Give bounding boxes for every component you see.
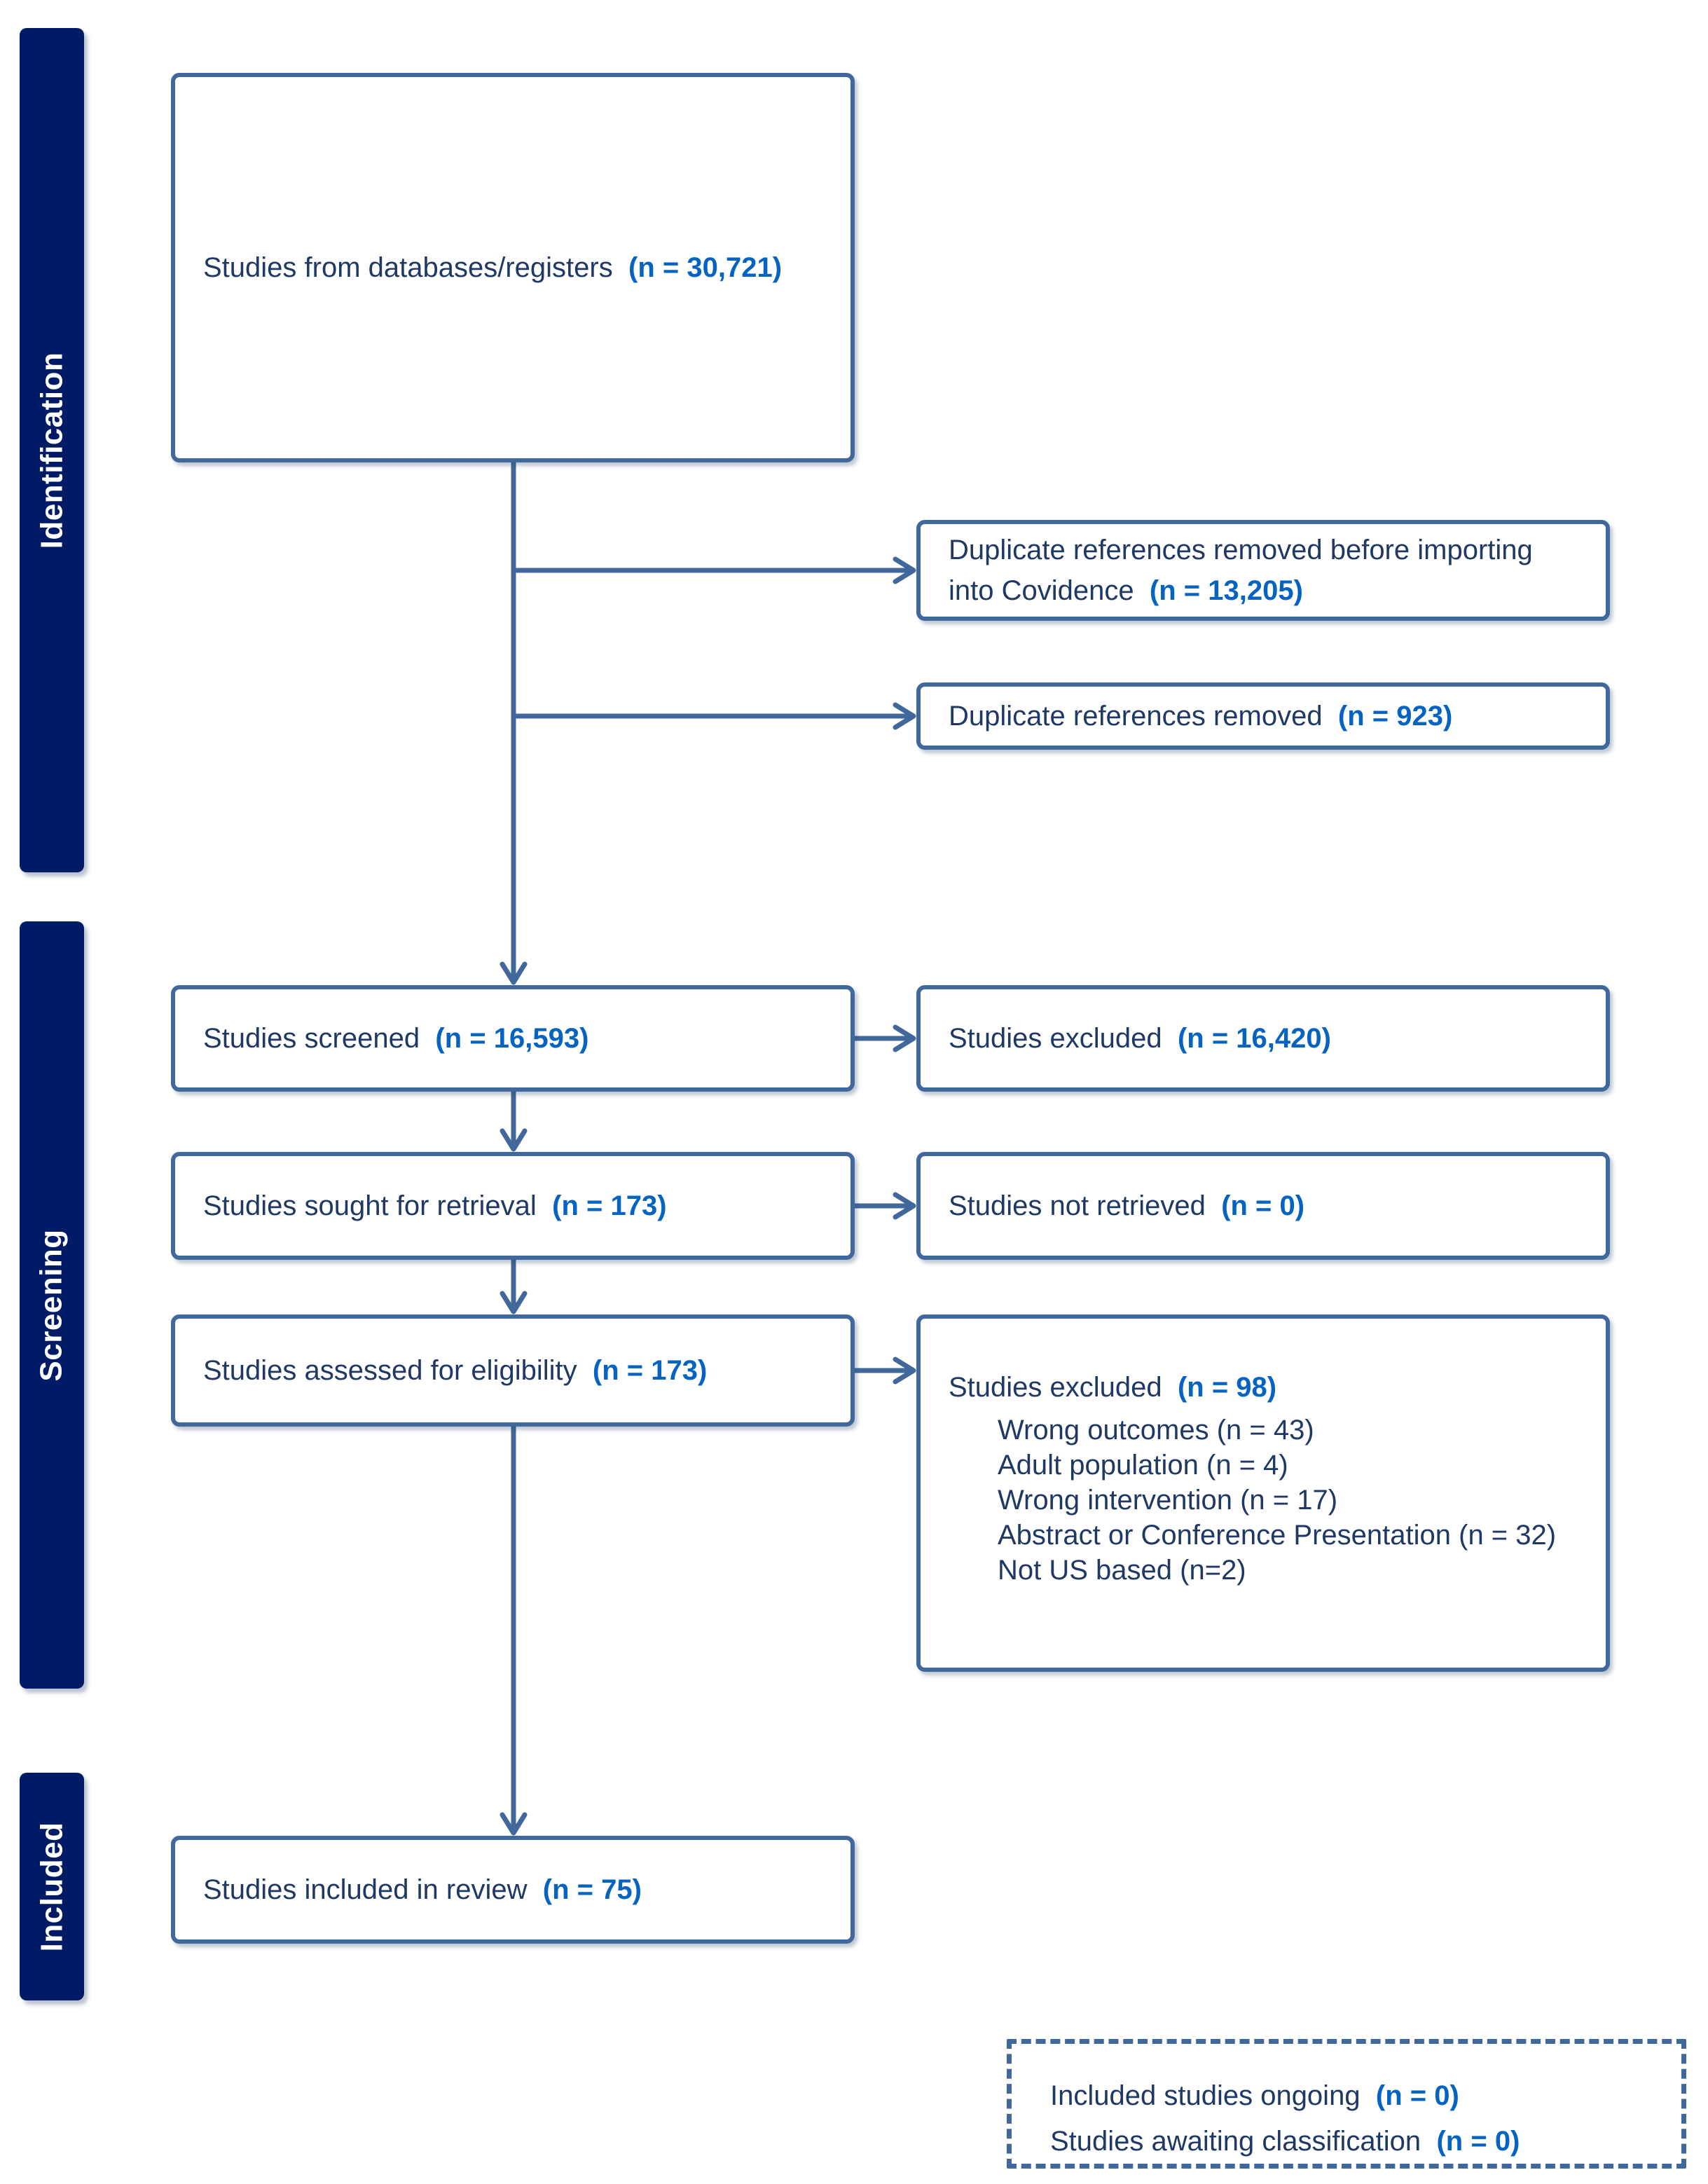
exclusion-reason: Wrong intervention (n = 17) <box>998 1485 1338 1516</box>
box-count: (n = 923) <box>1337 701 1453 732</box>
box-count: (n = 16,593) <box>435 1023 589 1054</box>
box-label: Studies included in review <box>203 1874 528 1905</box>
box-count: (n = 16,420) <box>1177 1023 1331 1054</box>
box-studies-sought-retrieval: Studies sought for retrieval (n = 173) <box>171 1152 855 1260</box>
box-count: (n = 173) <box>592 1355 708 1386</box>
box-studies-from-databases: Studies from databases/registers (n = 30… <box>171 73 855 462</box>
box-duplicates-removed-text: Duplicate references removed (n = 923) <box>921 696 1473 736</box>
box-studies-screened: Studies screened (n = 16,593) <box>171 985 855 1092</box>
box-label: Studies sought for retrieval <box>203 1190 537 1221</box>
box-label: Duplicate references removed before impo… <box>949 535 1533 606</box>
exclusion-reason: Wrong outcomes (n = 43) <box>998 1415 1314 1445</box>
box-count: (n = 0) <box>1436 2125 1520 2157</box>
box-studies-sought-retrieval-text: Studies sought for retrieval (n = 173) <box>175 1186 688 1226</box>
box-studies-included-review-text: Studies included in review (n = 75) <box>175 1869 663 1910</box>
box-ongoing-awaiting: Included studies ongoing (n = 0) Studies… <box>1007 2039 1686 2169</box>
box-label: Studies awaiting classification <box>1050 2125 1421 2157</box>
box-count: (n = 173) <box>552 1190 667 1221</box>
box-studies-excluded-screening: Studies excluded (n = 16,420) <box>916 985 1610 1092</box>
awaiting-line: Studies awaiting classification (n = 0) <box>1050 2119 1660 2164</box>
box-studies-included-review: Studies included in review (n = 75) <box>171 1836 855 1944</box>
box-studies-excluded-screening-text: Studies excluded (n = 16,420) <box>921 1018 1352 1059</box>
ongoing-line: Included studies ongoing (n = 0) <box>1050 2073 1660 2119</box>
stage-bar-screening: Screening <box>20 921 84 1689</box>
exclusion-reason: Adult population (n = 4) <box>998 1450 1288 1481</box>
box-duplicates-before-import-text: Duplicate references removed before impo… <box>921 530 1606 611</box>
box-label: Duplicate references removed <box>949 701 1323 732</box>
box-count: (n = 98) <box>1177 1372 1277 1403</box>
box-count: (n = 75) <box>542 1874 642 1905</box>
box-label: Studies from databases/registers <box>203 252 613 283</box>
exclusion-reason: Abstract or Conference Presentation (n =… <box>998 1520 1557 1551</box>
exclusion-reason: Not US based (n=2) <box>998 1555 1246 1586</box>
box-duplicates-removed: Duplicate references removed (n = 923) <box>916 682 1610 750</box>
box-studies-excluded-eligibility-text: Studies excluded (n = 98) Wrong outcomes… <box>921 1319 1606 1588</box>
stage-label-screening: Screening <box>34 1228 69 1382</box>
box-label: Studies excluded <box>949 1372 1162 1403</box>
box-count: (n = 30,721) <box>628 252 783 283</box>
box-studies-assessed-eligibility: Studies assessed for eligibility (n = 17… <box>171 1314 855 1427</box>
excluded-title: Studies excluded (n = 98) <box>949 1369 1585 1406</box>
box-studies-from-databases-text: Studies from databases/registers (n = 30… <box>175 247 803 288</box>
stage-label-included: Included <box>34 1822 69 1951</box>
box-count: (n = 13,205) <box>1149 575 1303 606</box>
box-studies-screened-text: Studies screened (n = 16,593) <box>175 1018 609 1059</box>
box-label: Studies assessed for eligibility <box>203 1355 577 1386</box>
stage-bar-included: Included <box>20 1773 84 2000</box>
box-studies-not-retrieved: Studies not retrieved (n = 0) <box>916 1152 1610 1260</box>
box-label: Studies not retrieved <box>949 1190 1206 1221</box>
box-studies-excluded-eligibility: Studies excluded (n = 98) Wrong outcomes… <box>916 1314 1610 1672</box>
box-label: Studies screened <box>203 1023 420 1054</box>
box-studies-not-retrieved-text: Studies not retrieved (n = 0) <box>921 1186 1325 1226</box>
stage-label-identification: Identification <box>34 352 69 549</box>
box-duplicates-before-import: Duplicate references removed before impo… <box>916 520 1610 621</box>
box-count: (n = 0) <box>1221 1190 1305 1221</box>
box-label: Included studies ongoing <box>1050 2080 1361 2111</box>
box-count: (n = 0) <box>1375 2080 1459 2111</box>
box-ongoing-awaiting-text: Included studies ongoing (n = 0) Studies… <box>1012 2044 1681 2164</box>
box-label: Studies excluded <box>949 1023 1162 1054</box>
box-studies-assessed-eligibility-text: Studies assessed for eligibility (n = 17… <box>175 1350 728 1391</box>
stage-bar-identification: Identification <box>20 28 84 872</box>
